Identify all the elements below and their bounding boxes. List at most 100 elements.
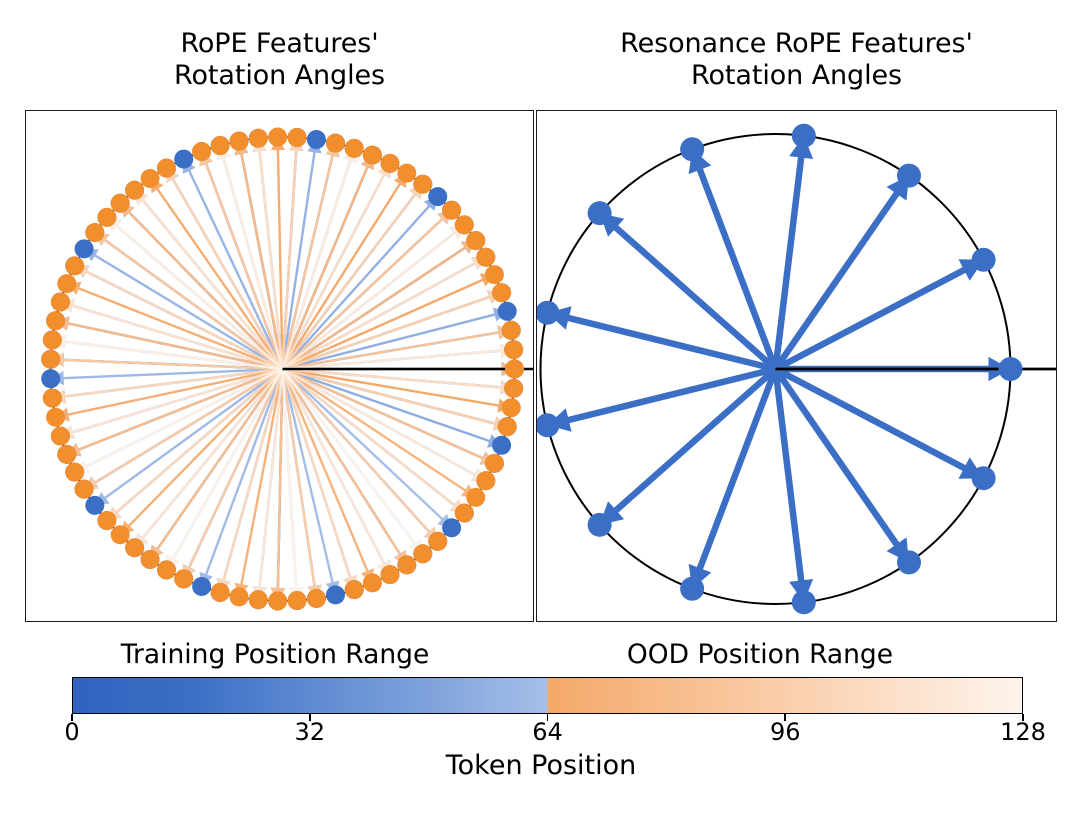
ood-position-marker	[454, 503, 474, 523]
colorbar-tick-label-32: 32	[294, 718, 326, 746]
training-position-marker	[74, 239, 94, 259]
ood-position-marker	[306, 589, 326, 609]
resonance-arrow-3	[772, 135, 814, 370]
rope-arrow-56	[281, 139, 322, 370]
colorbar-gradient	[72, 677, 1023, 714]
training-position-marker	[306, 129, 326, 149]
resonance-angle-marker	[791, 590, 816, 615]
ood-position-marker	[397, 163, 417, 183]
ood-position-marker	[484, 265, 504, 285]
ood-position-marker	[344, 580, 364, 600]
ood-position-marker	[57, 274, 77, 294]
ood-position-marker	[476, 247, 496, 267]
ood-position-marker	[380, 153, 400, 173]
ood-position-marker	[268, 127, 288, 147]
resonance-angle-marker	[897, 550, 922, 575]
colorbar-training-range-label: Training Position Range	[120, 639, 430, 670]
ood-position-marker	[41, 349, 61, 369]
training-position-marker	[492, 435, 512, 455]
rope-arrow-76	[281, 239, 477, 370]
ood-position-marker	[413, 544, 433, 564]
ood-position-marker	[428, 531, 448, 551]
resonance-arrow-4	[688, 148, 779, 371]
ood-position-marker	[125, 180, 145, 200]
ood-position-marker	[65, 256, 85, 276]
resonance-angle-marker	[537, 300, 560, 325]
colorbar-container	[71, 677, 1024, 721]
resonance-angle-marker	[971, 466, 996, 491]
ood-position-marker	[229, 587, 249, 607]
ood-position-marker	[174, 569, 194, 589]
rope-arrow-77	[281, 154, 374, 370]
ood-position-marker	[497, 417, 517, 437]
resonance-angle-marker	[971, 247, 996, 272]
ood-position-marker	[97, 207, 117, 227]
axes-resonance-rope-rotation-angles	[536, 110, 1057, 622]
rope-arrow-122	[106, 216, 284, 370]
ood-position-marker	[50, 292, 70, 312]
ood-position-marker	[287, 127, 307, 147]
colorbar-tick-32	[308, 714, 311, 721]
ood-position-marker	[466, 231, 486, 251]
ood-position-marker	[140, 550, 160, 570]
ood-position-marker	[442, 200, 462, 220]
ood-position-marker	[504, 378, 524, 398]
training-position-marker	[442, 518, 462, 538]
resonance-angle-marker	[791, 123, 816, 148]
axes-rope-rotation-angles	[25, 110, 534, 622]
rope-arrow-53	[282, 367, 502, 448]
training-position-marker	[497, 301, 517, 321]
resonance-arrow-12	[773, 366, 986, 482]
ood-position-marker	[140, 168, 160, 188]
resonance-arrow-9	[688, 367, 779, 590]
ood-position-marker	[413, 174, 433, 194]
rope-arrow-119	[281, 223, 466, 370]
ood-position-marker	[248, 590, 268, 610]
ood-position-marker	[210, 136, 230, 156]
ood-position-marker	[501, 398, 521, 418]
ood-position-marker	[65, 462, 85, 482]
training-position-marker	[85, 495, 105, 515]
resonance-angle-marker	[680, 137, 705, 162]
training-position-marker	[428, 187, 448, 207]
colorbar-tick-64	[546, 714, 549, 721]
ood-position-marker	[210, 582, 230, 602]
ood-position-marker	[42, 388, 62, 408]
resonance-angle-marker	[587, 201, 612, 226]
colorbar-tick-128	[1022, 714, 1024, 721]
rope-arrow-73	[281, 368, 374, 584]
ood-position-marker	[110, 193, 130, 213]
training-position-marker	[192, 576, 212, 596]
ood-position-marker	[42, 330, 62, 350]
ood-position-marker	[248, 128, 268, 148]
rope-arrow-74	[281, 368, 477, 499]
training-position-marker	[41, 369, 61, 389]
resonance-arrow-1	[773, 256, 986, 372]
ood-position-marker	[362, 573, 382, 593]
colorbar-ood-range-label: OOD Position Range	[626, 639, 894, 670]
resonance-rope-rotation-angles-plot	[537, 123, 1056, 615]
rope-arrow-106	[281, 368, 466, 515]
ood-position-marker	[505, 359, 524, 379]
training-position-marker	[174, 149, 194, 169]
rope-rotation-angles-plot	[41, 127, 533, 611]
ood-position-marker	[504, 340, 524, 360]
rope-arrow-68	[149, 177, 284, 370]
panel-title-left: RoPE Features' Rotation Angles	[174, 28, 385, 91]
ood-position-marker	[57, 444, 77, 464]
colorbar-tick-label-128: 128	[1000, 718, 1046, 746]
ood-position-marker	[325, 133, 345, 153]
training-position-marker	[325, 585, 345, 605]
colorbar-tick-96	[784, 714, 787, 721]
ood-position-marker	[157, 560, 176, 580]
ood-position-marker	[501, 320, 521, 340]
resonance-angle-marker	[537, 413, 560, 438]
ood-position-marker	[74, 479, 94, 499]
rope-arrow-94	[281, 368, 322, 599]
resonance-angle-marker	[998, 357, 1023, 381]
resonance-angle-marker	[587, 512, 612, 537]
colorbar-tick-label-0: 0	[64, 718, 80, 746]
ood-position-marker	[484, 453, 504, 473]
ood-position-marker	[397, 555, 417, 575]
panel-title-right: Resonance RoPE Features' Rotation Angles	[620, 28, 973, 91]
